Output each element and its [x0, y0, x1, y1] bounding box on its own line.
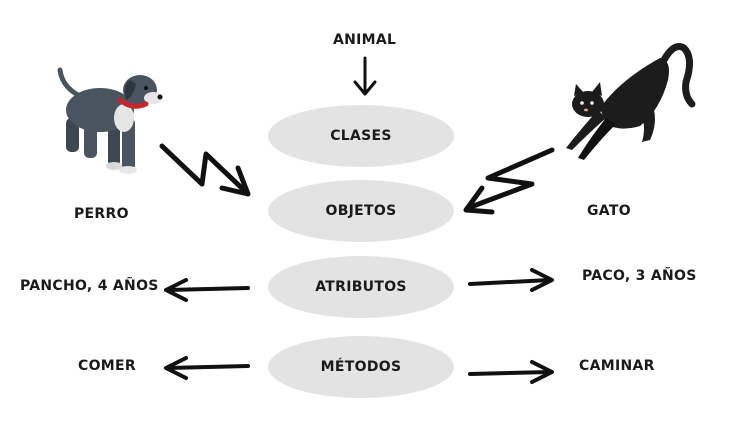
arrow-left-method-icon [164, 356, 250, 380]
concept-objetos: OBJETOS [268, 180, 454, 242]
concept-metodos: MÉTODOS [268, 336, 454, 398]
right-method-label: CAMINAR [579, 358, 655, 374]
concept-metodos-label: MÉTODOS [320, 359, 402, 375]
zigzag-arrow-right-icon [463, 147, 555, 215]
concept-clases-label: CLASES [330, 128, 392, 144]
left-method-label: COMER [78, 358, 136, 374]
concept-atributos: ATRIBUTOS [268, 256, 454, 318]
right-attribute-label: PACO, 3 AÑOS [582, 268, 697, 284]
left-attribute-label: PANCHO, 4 AÑOS [20, 278, 159, 294]
left-animal-label: PERRO [74, 206, 129, 222]
arrow-down-icon [353, 56, 377, 96]
concept-clases: CLASES [268, 105, 454, 167]
top-label-animal: ANIMAL [333, 32, 397, 48]
right-animal-label: GATO [587, 203, 631, 219]
arrow-left-attr-icon [164, 278, 250, 302]
arrow-right-method-icon [468, 360, 554, 384]
cat-icon [566, 43, 696, 160]
concept-atributos-label: ATRIBUTOS [315, 279, 407, 295]
concept-objetos-label: OBJETOS [325, 203, 397, 219]
arrow-right-attr-icon [468, 268, 554, 292]
zigzag-arrow-left-icon [159, 143, 251, 197]
dog-icon [57, 67, 163, 174]
